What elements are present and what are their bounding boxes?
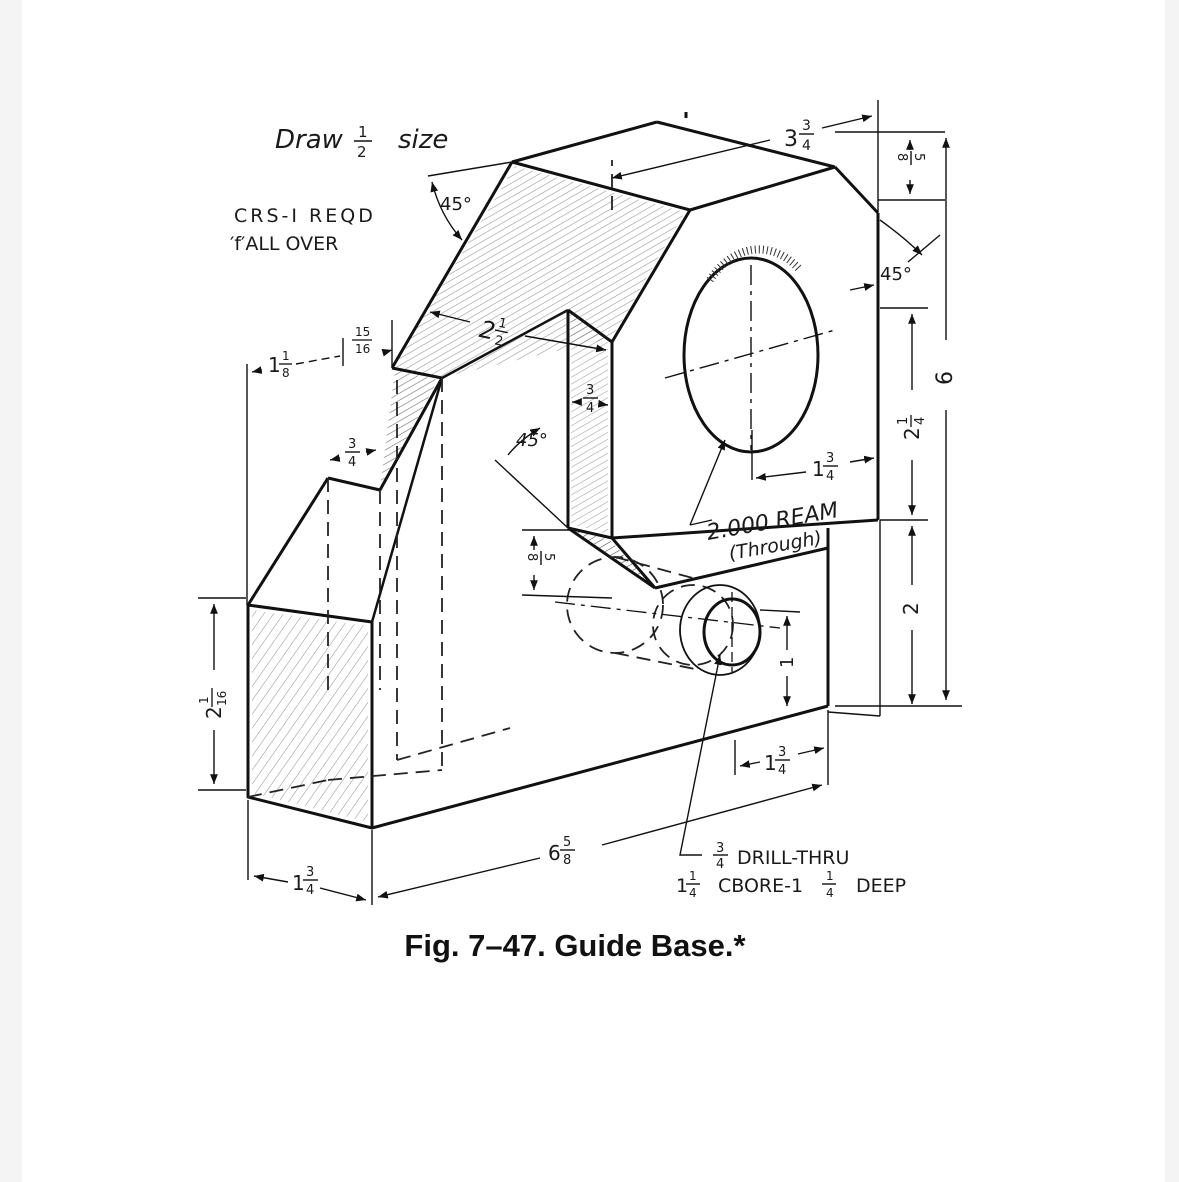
dim-overall-height: 6 xyxy=(933,371,958,385)
guide-base-drawing: Draw 1 2 size CRS-I REQD ′f′ALL OVER 2.0… xyxy=(197,100,962,905)
svg-text:8: 8 xyxy=(563,853,571,868)
svg-text:6: 6 xyxy=(548,841,561,865)
svg-text:1: 1 xyxy=(826,869,834,883)
dim-left-angle: 45° xyxy=(440,194,472,215)
svg-text:3: 3 xyxy=(306,865,314,880)
svg-text:8: 8 xyxy=(894,153,909,161)
svg-text:3: 3 xyxy=(802,118,811,134)
cbore-label: CBORE-1 xyxy=(718,875,803,897)
svg-text:1: 1 xyxy=(358,123,368,141)
svg-text:3: 3 xyxy=(586,383,594,398)
svg-text:2: 2 xyxy=(357,143,367,161)
hidden-lines xyxy=(247,160,734,798)
svg-text:3: 3 xyxy=(778,745,786,760)
svg-text:4: 4 xyxy=(778,763,786,778)
svg-text:4: 4 xyxy=(826,469,834,484)
svg-text:4: 4 xyxy=(586,401,594,416)
dim-left-step-b: 15 16 xyxy=(352,325,372,356)
counterbored-hole xyxy=(554,584,781,676)
svg-text:4: 4 xyxy=(826,886,834,900)
svg-text:4: 4 xyxy=(802,138,811,154)
svg-text:1: 1 xyxy=(689,869,697,883)
svg-text:5: 5 xyxy=(563,835,571,850)
page-margin-left xyxy=(0,0,22,1182)
dim-step-width: 2 1 2 xyxy=(477,315,508,350)
reamed-hole xyxy=(664,245,836,454)
dim-notch-width: 3 4 xyxy=(345,437,360,470)
svg-text:4: 4 xyxy=(689,886,697,900)
svg-text:5: 5 xyxy=(911,153,926,161)
svg-text:1: 1 xyxy=(896,417,911,425)
svg-text:3: 3 xyxy=(826,451,834,466)
svg-text:16: 16 xyxy=(215,691,229,706)
svg-text:4: 4 xyxy=(716,857,724,872)
scale-fraction: 1 2 xyxy=(354,123,372,161)
svg-text:4: 4 xyxy=(306,883,314,898)
svg-text:1: 1 xyxy=(812,457,825,481)
svg-text:1: 1 xyxy=(676,875,688,897)
dim-upper-hole-height: 2 1 4 xyxy=(896,415,928,440)
svg-text:2: 2 xyxy=(900,427,924,440)
dim-left-height: 2 1 16 xyxy=(197,688,229,719)
dim-right-angle: 45° xyxy=(880,264,912,285)
dim-left-step-a: 1 1 8 xyxy=(268,349,292,380)
dimension-lines xyxy=(198,100,962,905)
svg-text:2: 2 xyxy=(493,333,504,349)
drill-note: 3 4 DRILL-THRU xyxy=(713,841,849,872)
svg-text:2: 2 xyxy=(477,315,498,346)
dim-lower-height: 2 xyxy=(899,602,923,615)
dim-top-depth: 3 3 4 xyxy=(784,118,814,154)
page-margin-right xyxy=(1165,0,1179,1182)
svg-text:8: 8 xyxy=(282,366,290,380)
svg-text:4: 4 xyxy=(348,455,356,470)
cbore-note: 1 1 4 CBORE-1 1 4 DEEP xyxy=(676,869,906,900)
dim-drill-height: 1 xyxy=(777,657,798,668)
finish-note: ′f′ALL OVER xyxy=(230,233,338,255)
shaded-faces xyxy=(252,166,685,822)
svg-text:5: 5 xyxy=(541,553,556,561)
svg-text:1: 1 xyxy=(497,316,508,332)
svg-text:4: 4 xyxy=(913,417,928,425)
svg-text:1: 1 xyxy=(197,696,211,704)
dim-inner-slot: 3 4 xyxy=(583,383,598,416)
dim-top-chamfer: 5 8 xyxy=(894,151,926,165)
svg-text:1: 1 xyxy=(282,349,290,363)
deep-label: DEEP xyxy=(856,875,906,897)
dim-slot-height: 5 8 xyxy=(524,551,556,565)
dim-left-width: 1 3 4 xyxy=(292,865,318,898)
svg-text:15: 15 xyxy=(355,325,370,339)
svg-text:1: 1 xyxy=(268,353,281,377)
svg-text:8: 8 xyxy=(524,553,539,561)
dim-hole-offset: 1 3 4 xyxy=(812,451,838,484)
drill-label: DRILL-THRU xyxy=(737,847,849,869)
svg-text:3: 3 xyxy=(716,841,724,856)
svg-text:3: 3 xyxy=(784,127,798,152)
svg-text:2: 2 xyxy=(202,706,226,719)
scale-draw-label: Draw xyxy=(275,125,344,155)
svg-text:1: 1 xyxy=(292,871,305,895)
figure-caption: Fig. 7–47. Guide Base.* xyxy=(404,928,746,963)
svg-text:1: 1 xyxy=(764,751,777,775)
dim-slot-angle: 45° xyxy=(516,430,548,451)
dim-overall-length: 6 5 8 xyxy=(548,835,575,868)
svg-text:3: 3 xyxy=(348,437,356,452)
svg-text:16: 16 xyxy=(355,342,370,356)
material-note: CRS-I REQD xyxy=(234,205,376,227)
dim-drill-offset: 1 3 4 xyxy=(764,745,790,778)
scale-size-label: size xyxy=(398,125,448,155)
